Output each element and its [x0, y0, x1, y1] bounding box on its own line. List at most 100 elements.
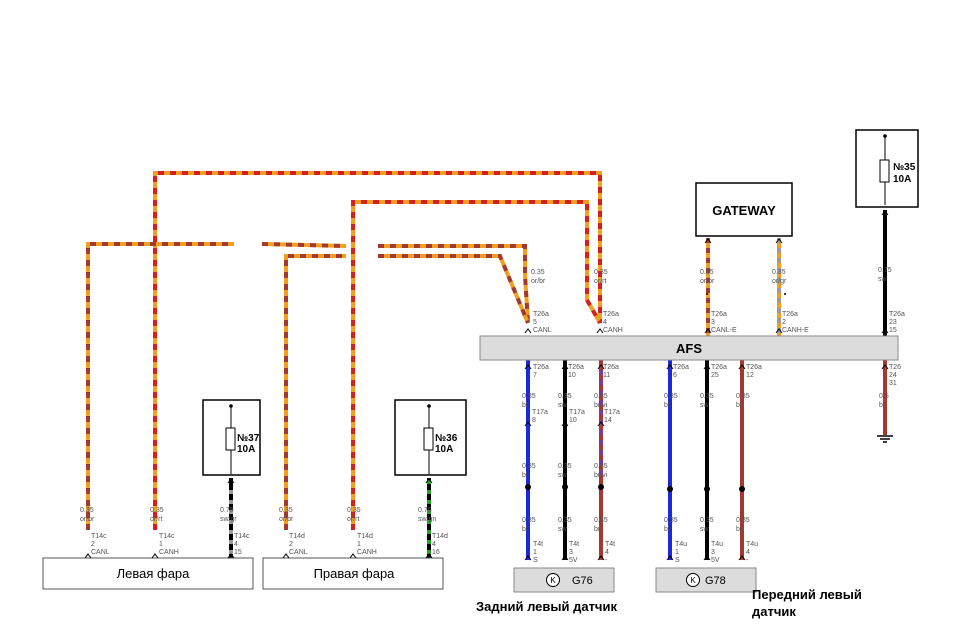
wire-gauge-label: 0.35	[594, 517, 608, 524]
afs-block[interactable]: AFS	[479, 335, 899, 361]
pin-label: 2	[91, 541, 95, 548]
wire-gauge-label: 0.35	[150, 507, 164, 514]
gateway-block[interactable]: GATEWAY	[695, 182, 793, 237]
signal-label: CANL	[533, 327, 552, 334]
pin-label: 8	[532, 417, 536, 424]
wire-labels: 0.35or/brT26a5CANL0.35or/rtT26a4CANH0.35…	[80, 267, 905, 564]
connector-label: T17a	[569, 409, 585, 416]
wire-gauge-label: 0.35	[279, 507, 293, 514]
pin-label: 2	[289, 541, 293, 548]
connector-marks	[84, 210, 889, 561]
pin-label: 5	[533, 319, 537, 326]
pin-label: 1	[675, 549, 679, 556]
pin-label: 15	[889, 327, 897, 334]
wire-gauge-label: 0.35	[522, 393, 536, 400]
wire-color-label: bl	[522, 402, 528, 409]
wire-can-high-inner	[351, 200, 602, 530]
sensor-symbol-icon	[686, 573, 700, 587]
connector-arrow-icon	[425, 478, 433, 484]
connector-arrow-icon	[881, 328, 889, 334]
fuse-icon	[423, 427, 434, 451]
left-headlight-block[interactable]: Левая фара	[42, 557, 254, 590]
wire-color-label: bl	[664, 526, 670, 533]
signal-label: CANL	[289, 549, 308, 556]
connector-arrow-icon	[227, 478, 235, 484]
pin-label: 23	[889, 319, 897, 326]
wire-color-label: or/rt	[150, 516, 163, 523]
connector-label: T26	[889, 364, 901, 371]
fuse-icon	[879, 159, 890, 183]
splice-dot	[598, 484, 604, 490]
wire-gauge-label: 0.35	[664, 517, 678, 524]
connector-arrow-icon	[881, 210, 889, 216]
wire-gauge-label: 0.75	[418, 507, 432, 514]
connector-label: T17a	[604, 409, 620, 416]
wire-gauge-label: 0.35	[736, 393, 750, 400]
wire-color-label: br	[879, 402, 886, 409]
ground-icon	[877, 435, 893, 443]
connector-arrow-icon	[666, 364, 674, 370]
connector-arrow-icon	[775, 238, 783, 244]
splice-dots	[525, 293, 786, 492]
pin-label: 4	[746, 549, 750, 556]
wire-gauge-label: 0.75	[878, 267, 892, 274]
sensor-g76-block[interactable]: K G76	[513, 567, 615, 593]
connector-arrow-icon	[84, 553, 92, 559]
connector-arrow-icon	[881, 364, 889, 370]
wire-color-label: br/vi	[594, 472, 608, 479]
connector-label: T26a	[889, 311, 905, 318]
connector-arrow-icon	[704, 328, 712, 334]
pin-label: 7	[533, 372, 537, 379]
connector-arrow-icon	[561, 555, 569, 561]
pin-label: 14	[604, 417, 612, 424]
signal-label: CANH	[603, 327, 623, 334]
fuse-box-35[interactable]: №35 10A	[855, 129, 919, 208]
connector-arrow-icon	[738, 364, 746, 370]
fuse-box-37[interactable]: №37 10A	[202, 399, 261, 476]
wire-gauge-label: 0.35	[522, 517, 536, 524]
fuse-label: №35	[893, 162, 916, 173]
wire-color-label: br	[594, 526, 601, 533]
afs-title: AFS	[676, 341, 702, 356]
wire-color-label: or/br	[531, 278, 546, 285]
wire-color-label: bl	[664, 402, 670, 409]
connector-arrow-icon	[775, 328, 783, 334]
wire-gauge-label: 0.35	[558, 463, 572, 470]
signal-label: -	[746, 557, 749, 564]
wire-color-label: sw	[558, 472, 568, 479]
right-headlight-block[interactable]: Правая фара	[262, 557, 444, 590]
sensor-g78-title: G78	[705, 575, 726, 587]
connector-label: T26a	[533, 311, 549, 318]
connector-label: T26a	[746, 364, 762, 371]
wire-gauge-label: 0.35	[594, 463, 608, 470]
wire-color-label: sw/gn	[418, 516, 436, 523]
fuse-box-36[interactable]: №36 10A	[394, 399, 467, 476]
wire-gauge-label: 0.35	[558, 517, 572, 524]
wire-gauge-label: 0.35	[531, 269, 545, 276]
wire-gauge-label: 0.35	[664, 393, 678, 400]
wire-gauge-label: 0.35	[700, 269, 714, 276]
pin-label: 4	[605, 549, 609, 556]
fuse-label: №36	[435, 433, 458, 444]
wire-can-high-outer	[153, 171, 602, 530]
connector-arrow-icon	[703, 555, 711, 561]
sensor-symbol-label: K	[550, 576, 556, 585]
connector-arrow-icon	[738, 555, 746, 561]
pin-label: 3	[569, 549, 573, 556]
pin-label: 4	[603, 319, 607, 326]
wire-color-label: sw	[878, 276, 888, 283]
right-headlight-title: Правая фара	[314, 566, 396, 581]
connector-label: T14d	[432, 533, 448, 540]
pin-label: 4	[432, 541, 436, 548]
sensor-g78-block[interactable]: K G78	[655, 567, 757, 593]
connector-label: T14c	[159, 533, 175, 540]
wire-gauge-label: 0.35	[700, 517, 714, 524]
wire-color-label: or/br	[80, 516, 95, 523]
signal-label: CANL-E	[711, 327, 737, 334]
connector-label: T26a	[603, 364, 619, 371]
wire-color-label: sw/gr	[220, 516, 237, 523]
splice-dot	[525, 484, 531, 490]
wire-color-label: or/rt	[347, 516, 360, 523]
wire-gauge-label: 0.35	[522, 463, 536, 470]
